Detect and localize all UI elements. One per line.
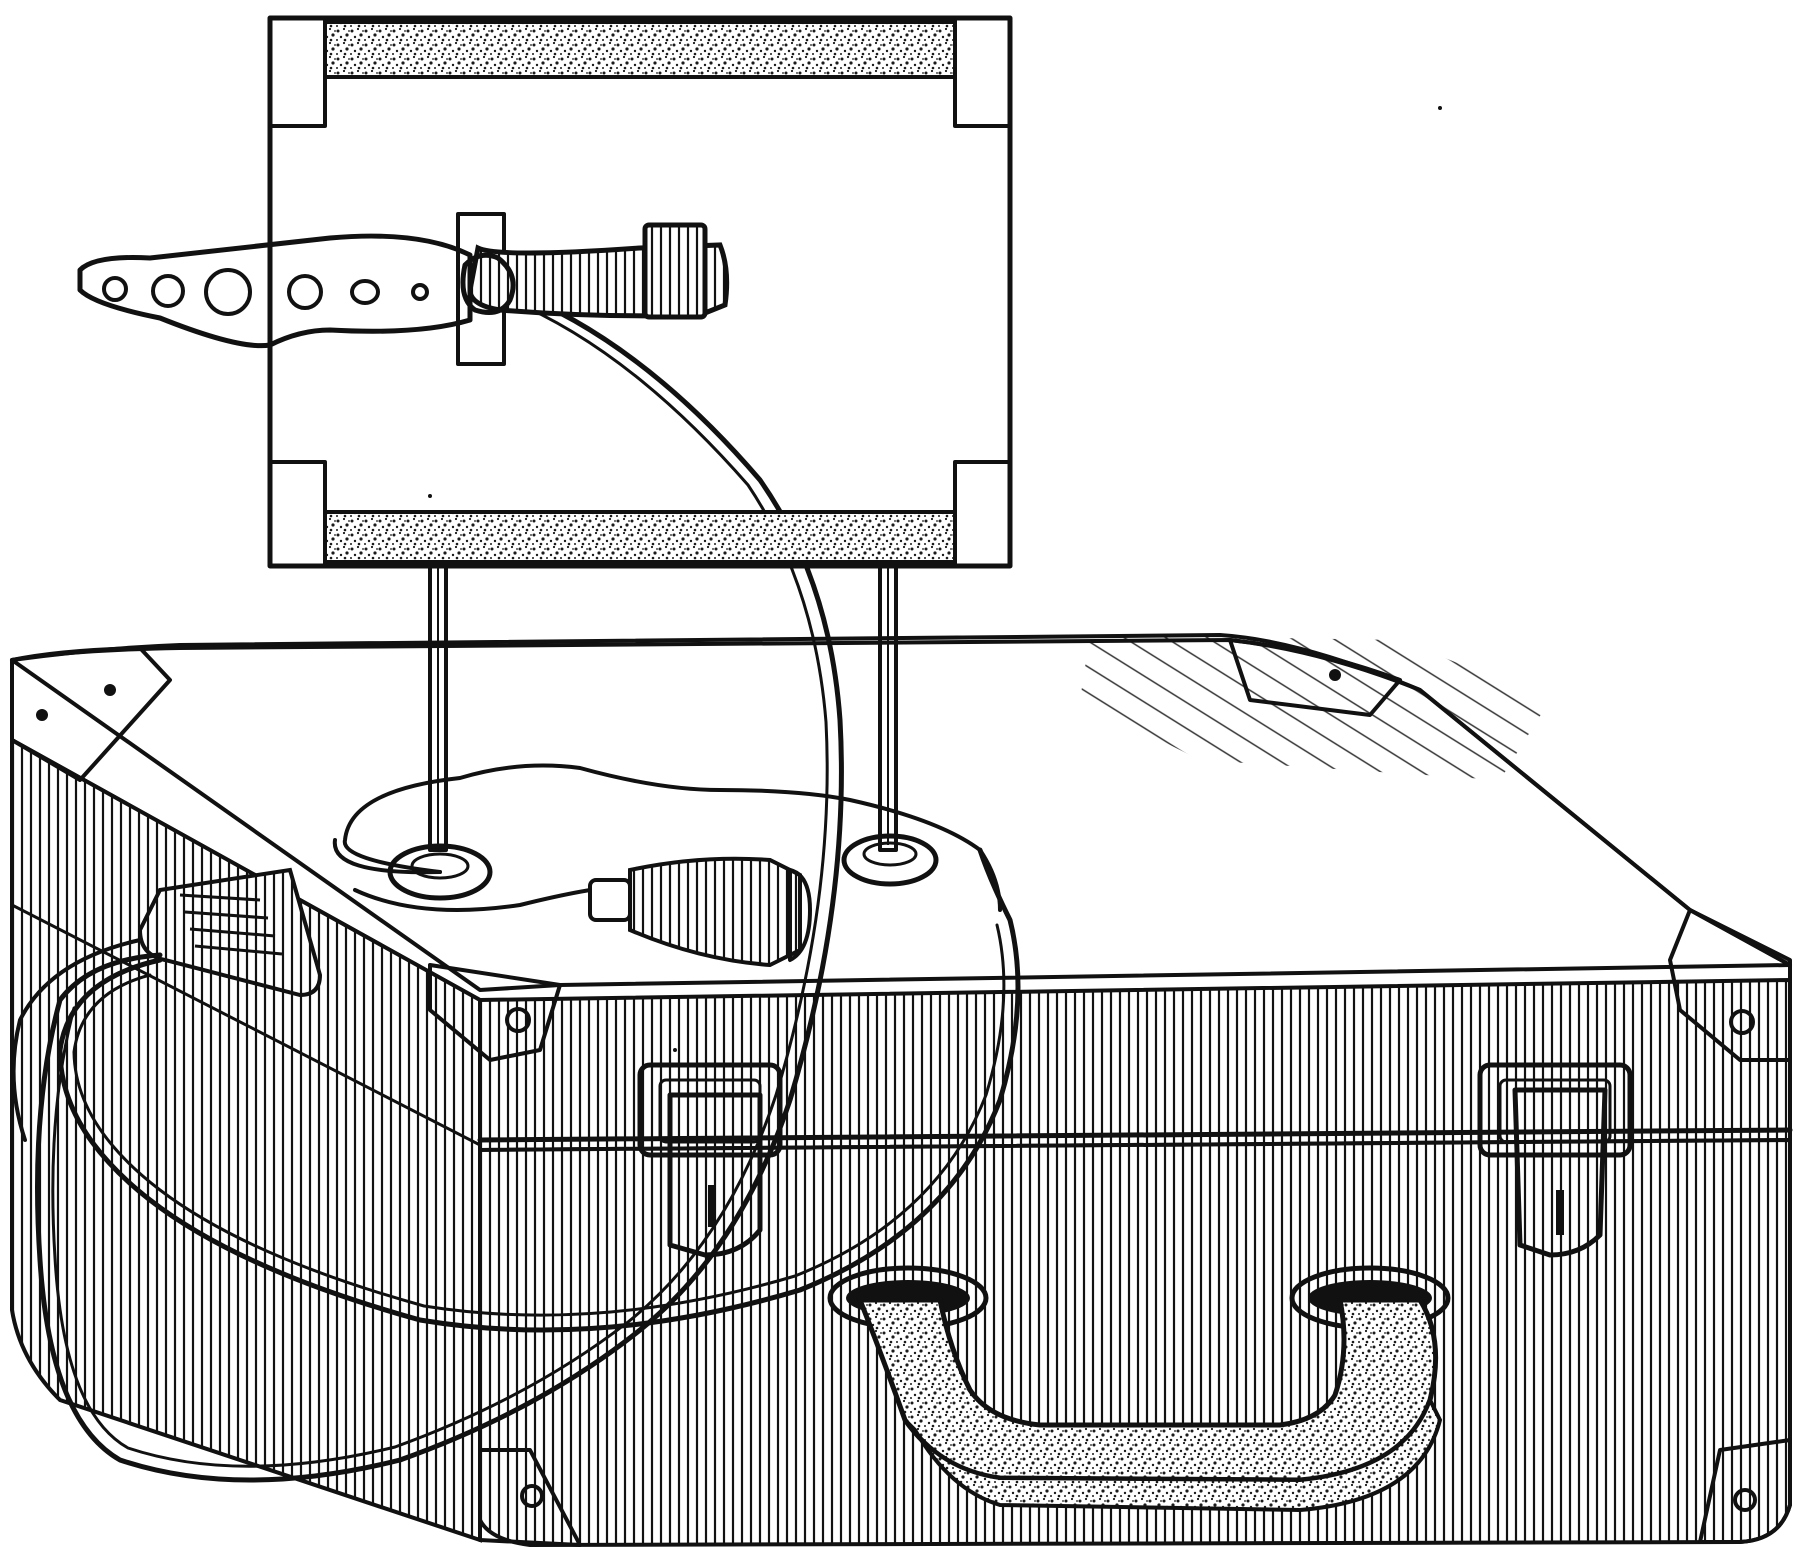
stand-rods bbox=[387, 558, 939, 901]
speck bbox=[428, 494, 432, 498]
servo-horn bbox=[77, 233, 473, 349]
connector-plug bbox=[353, 856, 812, 968]
corner-caps bbox=[10, 638, 1792, 1547]
control-box bbox=[137, 867, 323, 998]
handle bbox=[827, 1265, 1451, 1513]
speck bbox=[673, 1048, 677, 1052]
latch-right bbox=[1477, 1062, 1633, 1258]
base-cable-loop bbox=[332, 763, 1002, 912]
speck bbox=[1438, 106, 1442, 110]
latch-left bbox=[637, 1062, 783, 1258]
suitcase bbox=[10, 633, 1793, 1548]
servo-body bbox=[460, 222, 730, 320]
mounting-panel bbox=[267, 15, 1013, 569]
